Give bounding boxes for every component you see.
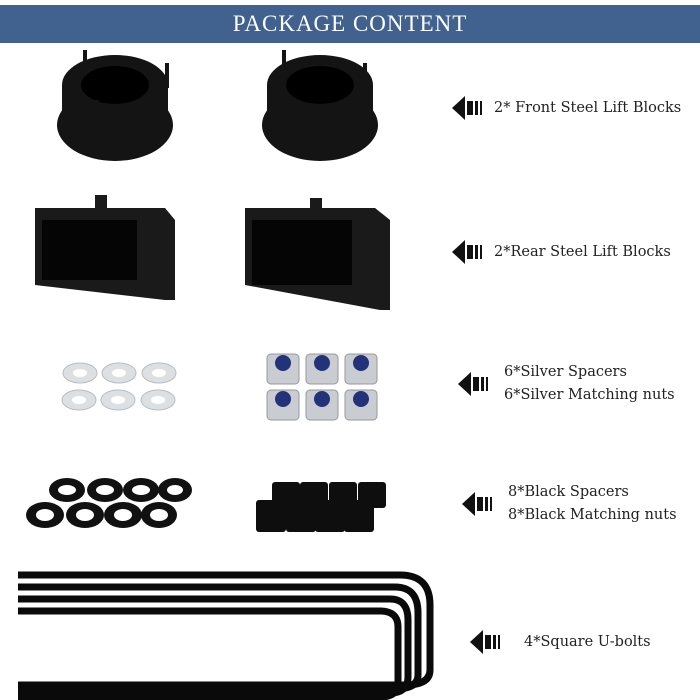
item-rear-lift-blocks: 2*Rear Steel Lift Blocks	[452, 240, 671, 264]
arrow-left-icon	[462, 492, 492, 516]
item-label-line2: 6*Silver Matching nuts	[504, 387, 675, 403]
item-u-bolts: 4*Square U-bolts	[470, 630, 651, 654]
item-label-line2: 8*Black Matching nuts	[508, 507, 677, 523]
item-label: 2*Rear Steel Lift Blocks	[494, 243, 671, 260]
item-label: 4*Square U-bolts	[524, 633, 651, 650]
silver-nuts-image	[266, 353, 378, 421]
item-silver-spacers-nuts: 6*Silver Spacers 6*Silver Matching nuts	[458, 361, 675, 407]
item-label-line1: 8*Black Spacers	[508, 484, 629, 500]
item-front-lift-blocks: 2* Front Steel Lift Blocks	[452, 96, 681, 120]
black-spacers-image	[26, 478, 192, 528]
black-nuts-image	[256, 482, 386, 532]
rear-lift-block-image	[35, 195, 390, 310]
arrow-left-icon	[452, 96, 482, 120]
arrow-left-icon	[452, 240, 482, 264]
arrow-left-icon	[470, 630, 500, 654]
arrow-left-icon	[458, 372, 488, 396]
front-lift-block-image	[57, 50, 378, 161]
item-label: 2* Front Steel Lift Blocks	[494, 99, 682, 116]
page-title-banner: PACKAGE CONTENT	[0, 5, 700, 43]
u-bolts-image	[18, 571, 434, 700]
silver-spacers-image	[61, 362, 177, 411]
page-title: PACKAGE CONTENT	[232, 11, 468, 36]
item-black-spacers-nuts: 8*Black Spacers 8*Black Matching nuts	[462, 481, 677, 527]
item-label-line1: 6*Silver Spacers	[504, 364, 627, 380]
